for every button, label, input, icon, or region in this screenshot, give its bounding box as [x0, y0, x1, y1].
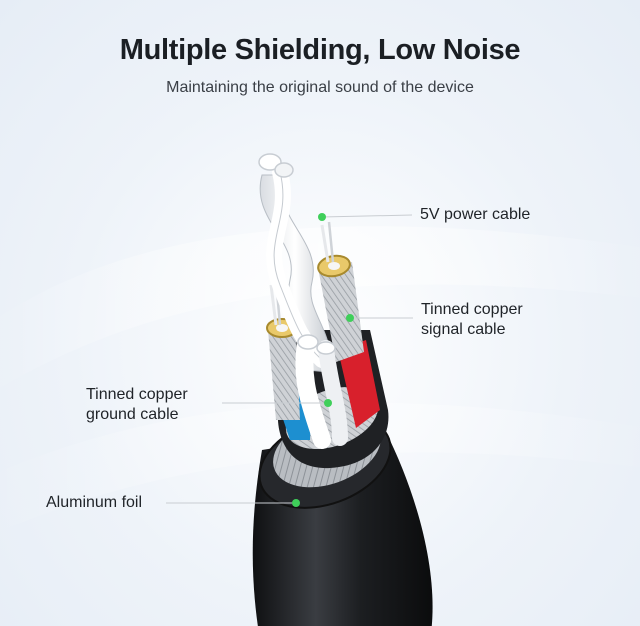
- signal-dot: [346, 314, 354, 322]
- signal-insulation: [338, 340, 380, 428]
- foil-dot: [292, 499, 300, 507]
- label-signal-cable: Tinned copper signal cable: [421, 301, 523, 338]
- label-ground-cable: Tinned copper ground cable: [86, 386, 188, 423]
- page-title: Multiple Shielding, Low Noise: [119, 34, 521, 66]
- label-aluminum-foil: Aluminum foil: [46, 494, 143, 511]
- power-leader: [321, 214, 413, 218]
- power-dot: [318, 213, 326, 221]
- ground-braid: [268, 330, 300, 420]
- label-power-cable: 5V power cable: [420, 206, 531, 223]
- signal-braid: [318, 262, 364, 362]
- callout-dots: [292, 213, 354, 507]
- page-subtitle: Maintaining the original sound of the de…: [166, 79, 474, 96]
- ground-dot: [324, 399, 332, 407]
- callout-lines: [166, 214, 413, 504]
